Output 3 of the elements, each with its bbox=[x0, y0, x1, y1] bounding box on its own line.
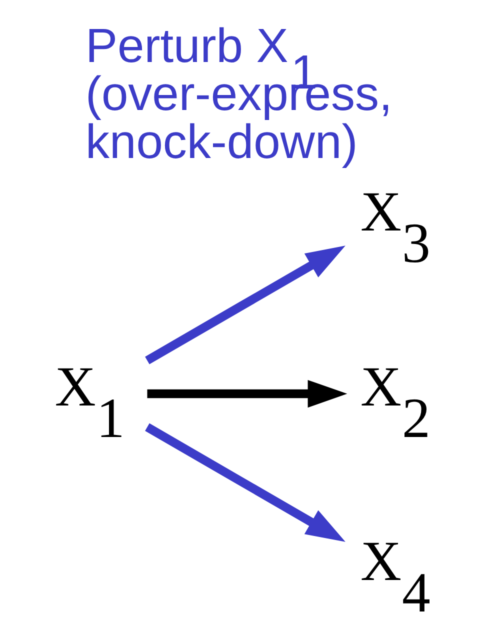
arrow bbox=[146, 380, 347, 408]
arrow bbox=[144, 423, 345, 542]
arrow bbox=[144, 246, 345, 364]
